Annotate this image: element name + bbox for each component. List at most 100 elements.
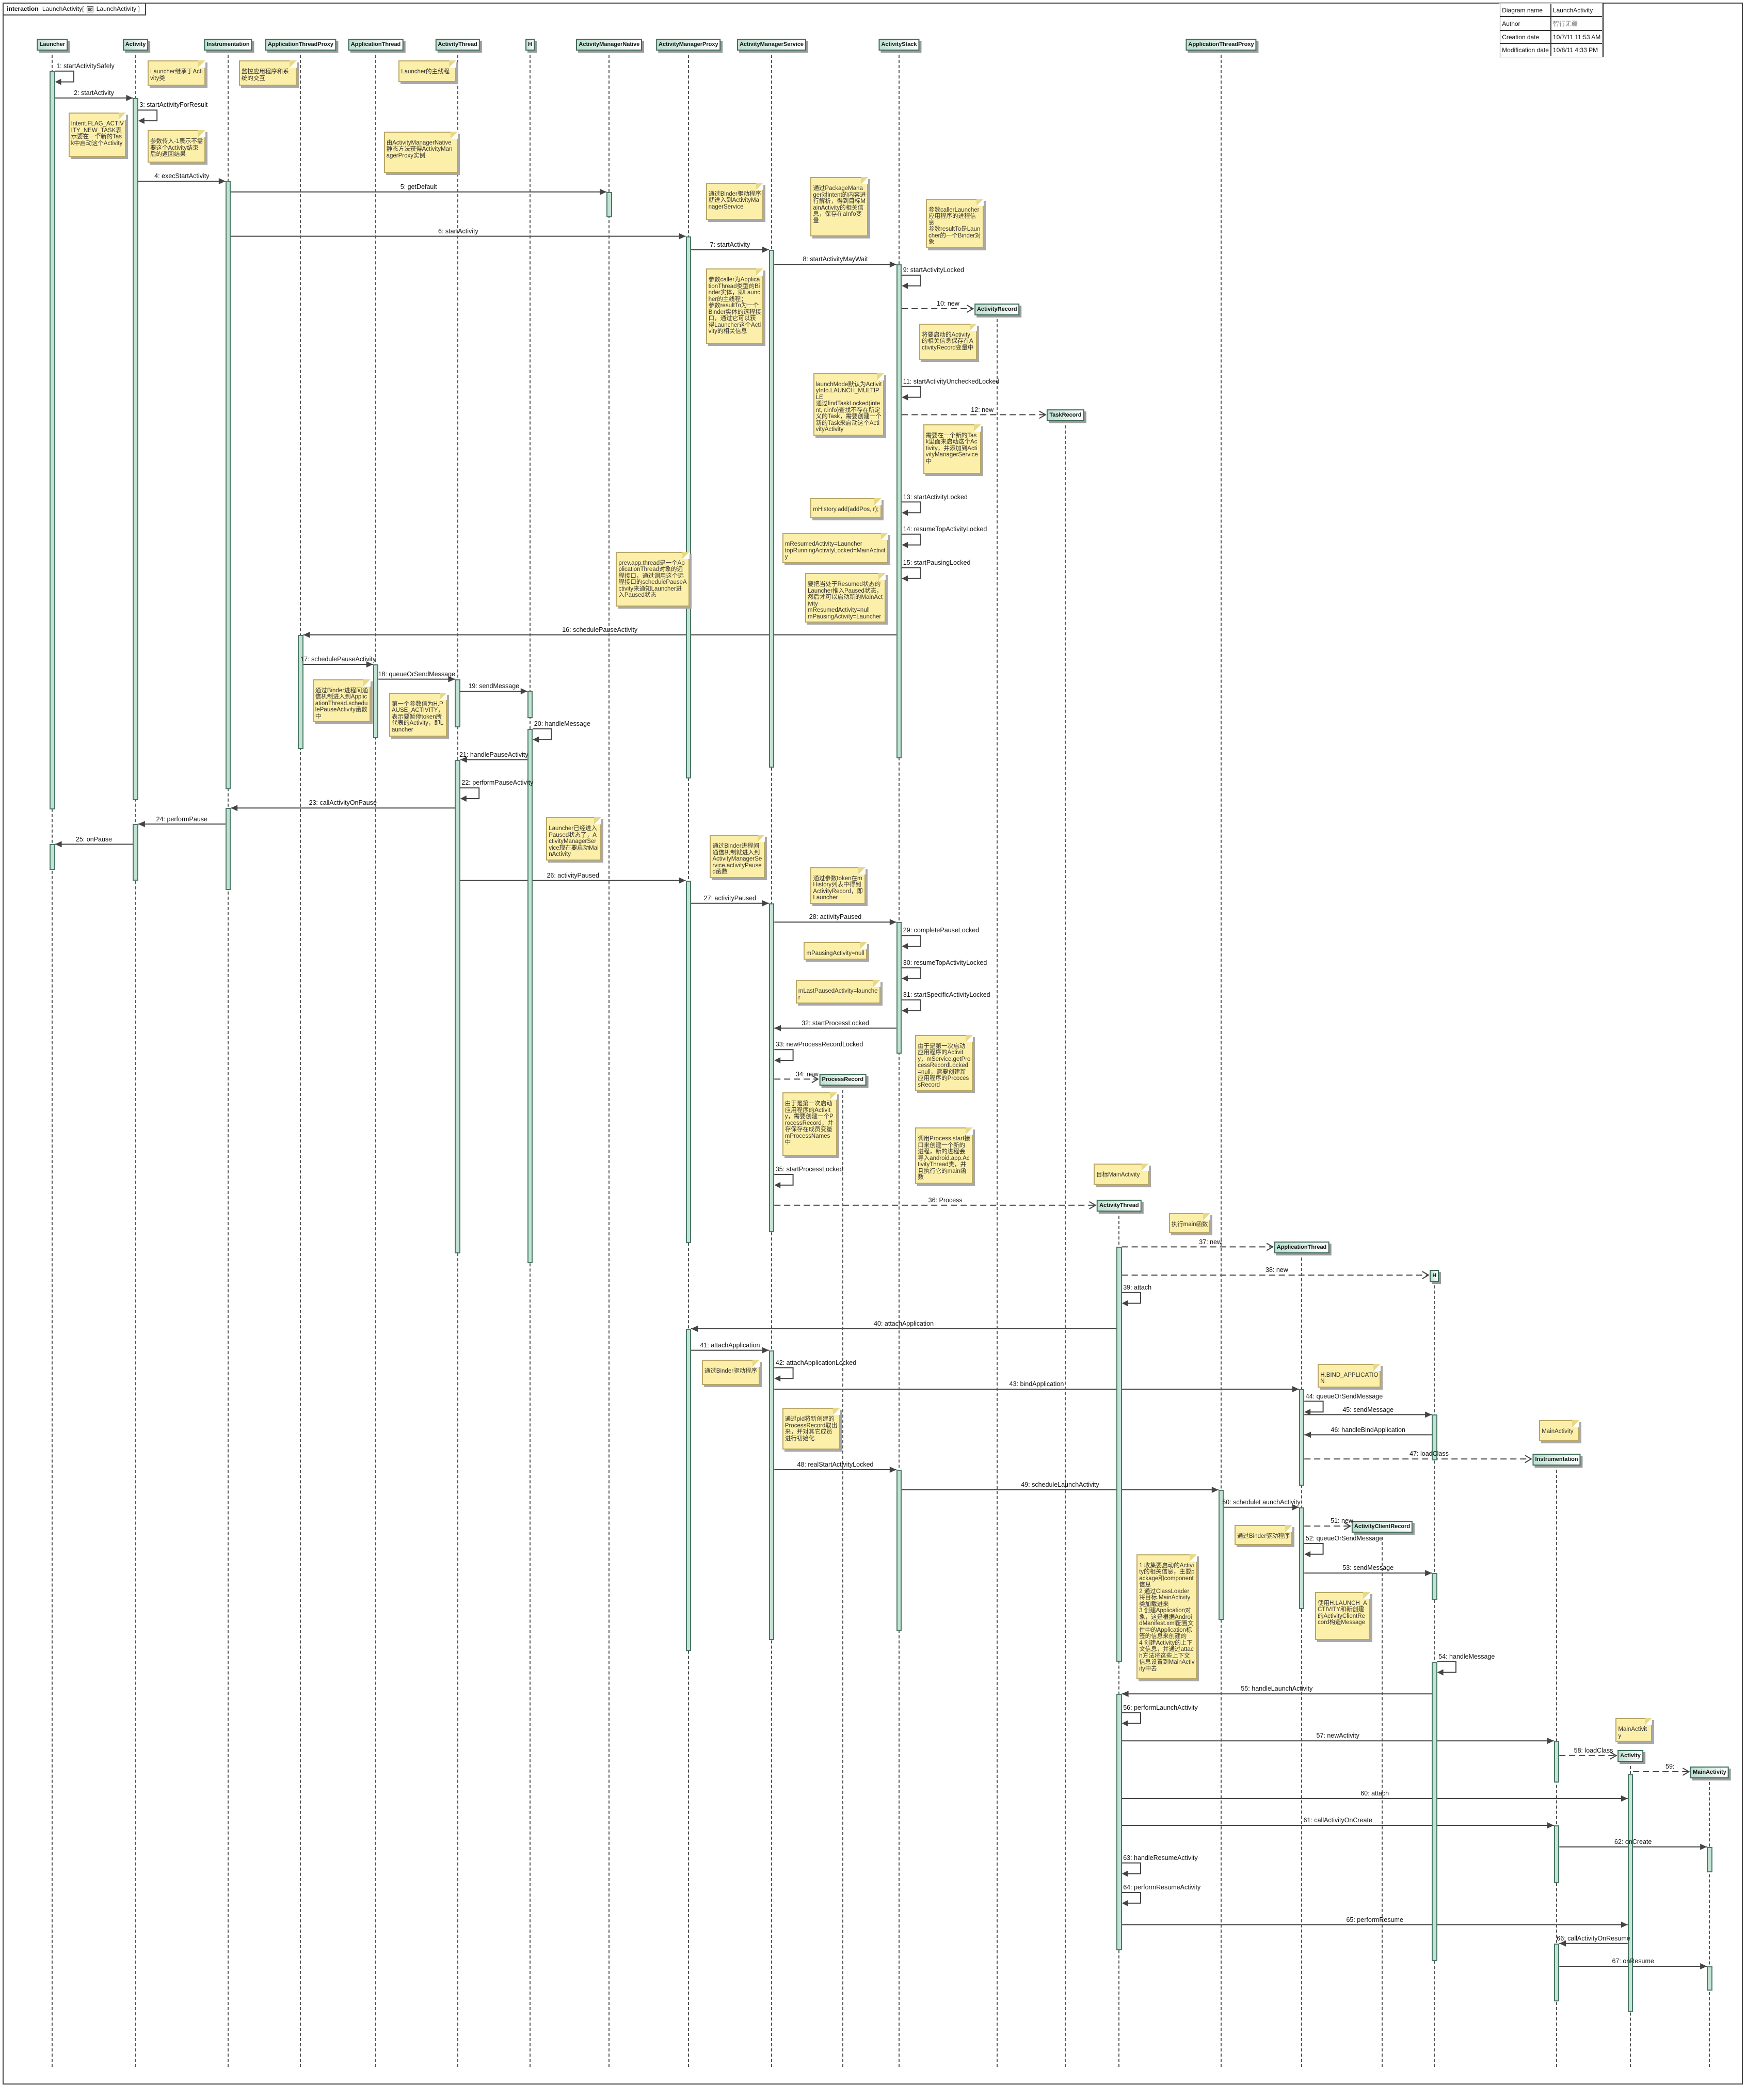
message-label: 15: startPausingLocked bbox=[903, 559, 971, 566]
message-label: 52: queueOrSendMessage bbox=[1305, 1535, 1383, 1542]
lifeline-head-instr2[interactable]: Instrumentation bbox=[1532, 1453, 1581, 1466]
activation-bar bbox=[1627, 1774, 1633, 2012]
lifeline-head-launcher[interactable]: Launcher bbox=[37, 39, 68, 51]
note-text: 目标MainActivity bbox=[1096, 1172, 1140, 1179]
lifeline-head-actthread[interactable]: ActivityThread bbox=[435, 39, 480, 51]
note-text: 通过Binder进程间通信机制就进入到ActivityManagerServic… bbox=[712, 843, 762, 876]
lifeline-head-activity2[interactable]: Activity bbox=[1617, 1750, 1643, 1762]
message-label: 66: callActivityOnResume bbox=[1557, 1934, 1630, 1942]
arrowhead-icon bbox=[1304, 1431, 1311, 1438]
message-label: 43: bindApplication bbox=[1009, 1380, 1064, 1388]
lifeline-head-mainactivity[interactable]: MainActivity bbox=[1690, 1766, 1729, 1778]
arrowhead-icon bbox=[902, 1007, 908, 1014]
lifeline-head-atp[interactable]: ApplicationThreadProxy bbox=[265, 39, 336, 51]
note: 通过Binder驱动程序就进入到ActivityManagerService bbox=[706, 182, 764, 220]
lifeline-head-amn[interactable]: ActivityManagerNative bbox=[576, 39, 643, 51]
note-text: 使用H.LAUNCH_ACTIVITY和新创建的ActivityClientRe… bbox=[1318, 1600, 1367, 1626]
lifeline-head-trecord[interactable]: TaskRecord bbox=[1047, 409, 1084, 421]
activation-bar bbox=[225, 181, 231, 789]
message-label: 6: startActivity bbox=[438, 227, 478, 235]
message-label: 65: performResume bbox=[1346, 1916, 1403, 1923]
message-label: 18: queueOrSendMessage bbox=[378, 670, 456, 678]
note: 通过pid将新创建的ProcessRecord取出来，并对其它成员进行初始化 bbox=[782, 1408, 840, 1450]
arrowhead-icon bbox=[1621, 1795, 1628, 1802]
message-label: 10: new bbox=[937, 300, 959, 308]
message-label: 30: resumeTopActivityLocked bbox=[903, 959, 987, 966]
lifeline-head-actthread2[interactable]: ActivityThread bbox=[1097, 1200, 1142, 1212]
self-message-line bbox=[902, 275, 921, 287]
arrowhead-icon bbox=[1437, 1669, 1444, 1676]
note-fold-icon bbox=[682, 551, 690, 559]
note-fold-icon bbox=[1572, 1420, 1580, 1427]
arrowhead-icon bbox=[218, 178, 226, 184]
lifeline-head-appthread2[interactable]: ApplicationThread bbox=[1274, 1242, 1329, 1253]
lifeline-head-arecord[interactable]: ActivityRecord bbox=[974, 303, 1020, 315]
note-text: 通过Binder驱动程序就进入到ActivityManagerService bbox=[708, 190, 761, 210]
activation-bar bbox=[896, 264, 902, 758]
note-text: 通过PackageManager对intent的内容进行解析，得到目标MainA… bbox=[813, 185, 866, 224]
note: 要把当处于Resumed状态的Launcher推入Paused状态，然后才可以启… bbox=[805, 573, 886, 623]
message-label: 38: new bbox=[1266, 1266, 1288, 1274]
activation-bar bbox=[685, 1329, 691, 1651]
message-label: 47: loadClass bbox=[1409, 1450, 1449, 1458]
note-text: H.BIND_APPLICATION bbox=[1320, 1372, 1379, 1385]
note-fold-icon bbox=[289, 60, 297, 68]
note-fold-icon bbox=[859, 942, 867, 950]
lifeline-head-atp2[interactable]: ApplicationThreadProxy bbox=[1186, 39, 1257, 51]
message-label: 37: new bbox=[1199, 1238, 1222, 1246]
note-text: 参数caller为ApplicationThread类型的Binder实体，即L… bbox=[708, 277, 761, 335]
activation-bar bbox=[455, 679, 460, 728]
arrowhead-icon bbox=[762, 246, 769, 253]
note-fold-icon bbox=[1141, 1164, 1149, 1171]
note: 通过Binder驱动程序 bbox=[1235, 1524, 1292, 1545]
lifeline-head-appthread[interactable]: ApplicationThread bbox=[348, 39, 404, 51]
arrowhead-icon bbox=[1122, 1870, 1128, 1877]
arrowhead-icon bbox=[902, 975, 908, 982]
note-fold-icon bbox=[119, 113, 126, 120]
arrowhead-icon bbox=[762, 900, 769, 906]
lifeline-head-h2[interactable]: H bbox=[1430, 1269, 1439, 1282]
message-label: 23: callActivityOnPause bbox=[309, 799, 377, 807]
activation-bar bbox=[298, 634, 303, 749]
activation-bar bbox=[373, 664, 379, 738]
self-message-line bbox=[1304, 1401, 1324, 1413]
note: 参数caller为ApplicationThread类型的Binder实体，即L… bbox=[706, 268, 764, 344]
arrowhead-icon bbox=[1425, 1570, 1432, 1577]
activation-bar bbox=[1432, 1661, 1437, 1961]
arrowhead-icon bbox=[774, 1182, 781, 1188]
note-text: 通过参数token在mHistory列表中得到ActivityRecord，即L… bbox=[813, 875, 863, 901]
arrowhead-icon bbox=[600, 188, 607, 195]
open-arrowhead-icon bbox=[811, 1075, 819, 1084]
info-label: Creation date bbox=[1499, 30, 1551, 44]
note-fold-icon bbox=[1363, 1592, 1370, 1599]
lifeline-head-h[interactable]: H bbox=[525, 39, 535, 51]
lifeline-head-amp[interactable]: ActivityManagerProxy bbox=[656, 39, 721, 51]
lifeline-head-instr[interactable]: Instrumentation bbox=[204, 39, 252, 51]
activation-bar bbox=[896, 922, 902, 1054]
note-fold-icon bbox=[1285, 1524, 1292, 1532]
interaction-frame: interaction LaunchActivity[ sd LaunchAct… bbox=[3, 3, 1743, 2085]
message-label: 8: startActivityMayWait bbox=[803, 256, 868, 263]
activation-bar bbox=[1707, 1847, 1712, 1872]
lifeline-head-acr[interactable]: ActivityClientRecord bbox=[1351, 1520, 1413, 1533]
message-label: 50: scheduleLaunchActivity bbox=[1222, 1498, 1301, 1506]
arrowhead-icon bbox=[1700, 1963, 1707, 1969]
note-fold-icon bbox=[439, 692, 447, 700]
lifeline-head-precord[interactable]: ProcessRecord bbox=[819, 1074, 867, 1086]
activation-bar bbox=[606, 192, 612, 218]
arrowhead-icon bbox=[1547, 1738, 1554, 1744]
note-text: 监控应用程序和系统的交互 bbox=[241, 69, 289, 82]
arrowhead-icon bbox=[1559, 1940, 1566, 1947]
activation-bar bbox=[133, 98, 138, 800]
arrowhead-icon bbox=[902, 510, 908, 516]
lifeline-head-astack[interactable]: ActivityStack bbox=[878, 39, 920, 51]
lifeline-head-ams[interactable]: ActivityManagerService bbox=[736, 39, 807, 51]
note-text: 执行main函数 bbox=[1171, 1221, 1208, 1228]
activation-bar bbox=[1553, 1943, 1560, 2001]
arrowhead-icon bbox=[774, 1025, 781, 1031]
note-text: 调用Process.start接口来创建一个新的进程，新的进程会导入androi… bbox=[918, 1136, 970, 1181]
lifeline-head-activity[interactable]: Activity bbox=[122, 39, 149, 51]
